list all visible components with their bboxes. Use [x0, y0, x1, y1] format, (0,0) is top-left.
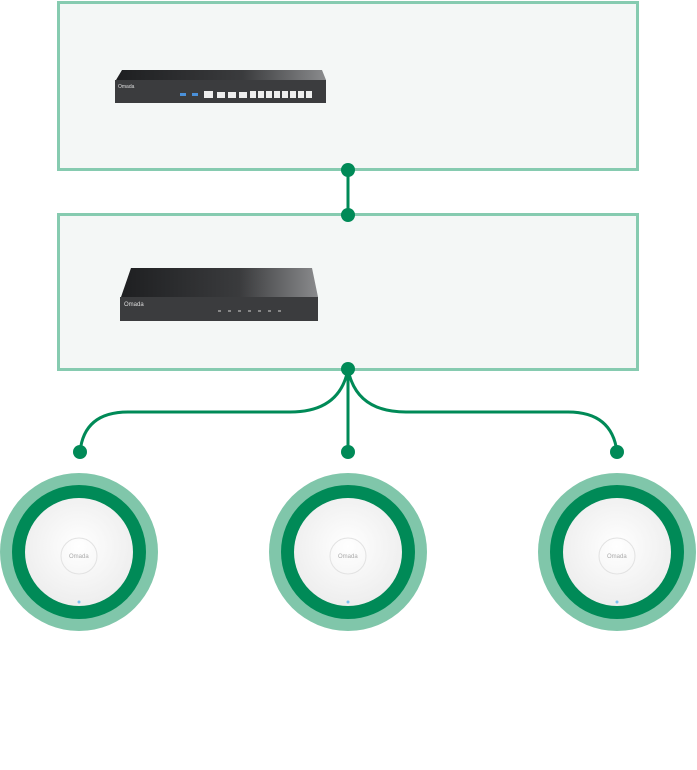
ap1-logo: Omada — [69, 554, 89, 560]
switch-ap3-link — [346, 368, 619, 453]
connector-dots — [73, 163, 624, 459]
access-point-2: Omada — [269, 473, 427, 631]
switch-device-image: Omada — [120, 268, 318, 321]
router-panel: Omada — [57, 1, 639, 171]
router-device-image: Omada — [115, 70, 326, 103]
access-point-1: Omada — [0, 473, 158, 631]
ap2-logo: Omada — [338, 554, 358, 560]
switch-logo: Omada — [124, 302, 144, 308]
switch-ap1-link — [78, 368, 350, 453]
connectors — [78, 170, 619, 453]
router-logo: Omada — [118, 84, 135, 90]
switch-panel: Omada — [57, 213, 639, 371]
access-point-3: Omada — [538, 473, 696, 631]
ap3-logo: Omada — [607, 554, 627, 560]
